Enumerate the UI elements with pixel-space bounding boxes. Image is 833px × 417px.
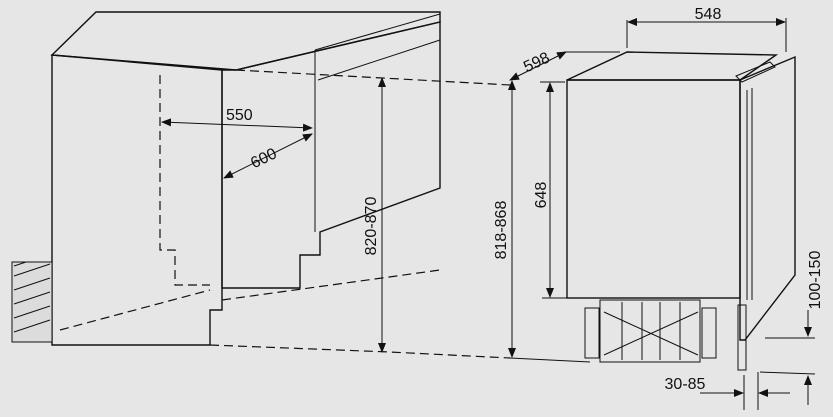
countertop: [50, 11, 441, 71]
door-height-label: 648: [533, 182, 550, 209]
total-height-label: 818-868: [493, 201, 510, 260]
appliance-top: [566, 51, 779, 81]
appliance: [566, 51, 796, 371]
appliance-depth-label: 598: [521, 49, 552, 76]
plinth-depth-label: 30-85: [665, 376, 706, 393]
plinth-height-label: 100-150: [807, 251, 824, 310]
niche-height-label: 820-870: [363, 197, 380, 256]
plinth-frame: [584, 299, 747, 371]
wall-socket: [11, 261, 53, 343]
niche-depth-outer-label: 600: [248, 145, 280, 172]
niche-depth-inner-label: 550: [226, 107, 253, 124]
appliance-door: [566, 79, 741, 299]
kitchen-niche: [11, 11, 511, 359]
appliance-side: [739, 55, 796, 341]
left-cabinet-side: [51, 54, 223, 346]
appliance-width-label: 548: [695, 6, 722, 23]
right-cabinet: [221, 21, 441, 289]
